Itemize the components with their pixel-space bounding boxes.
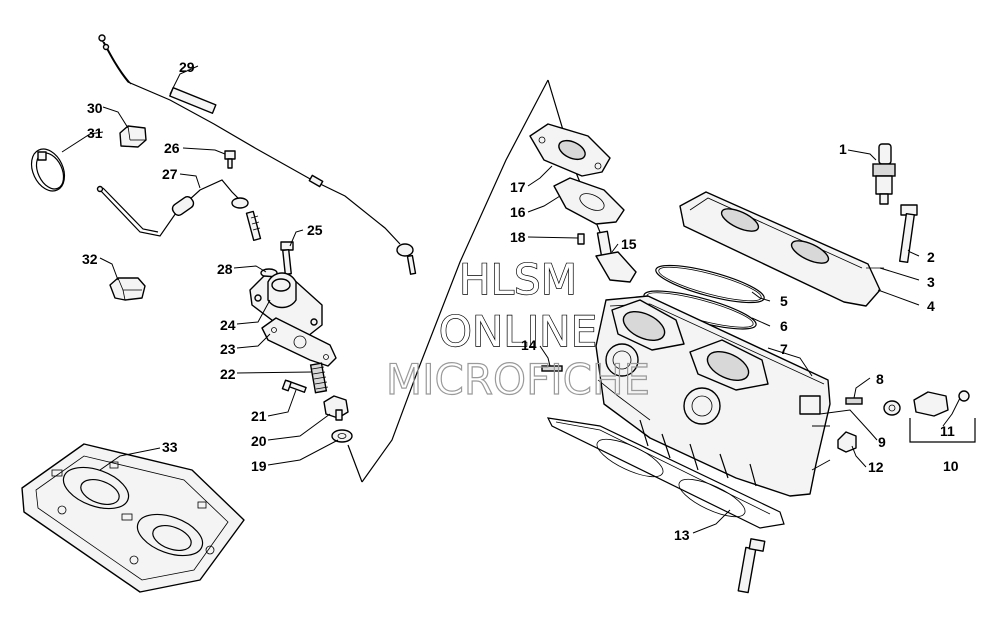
callout-2: 2	[927, 249, 935, 265]
bolt-25	[280, 241, 294, 275]
watermark-line-2: ONLINE	[439, 307, 597, 356]
callout-18: 18	[510, 229, 526, 245]
watermark-line-1: HLSM	[459, 255, 577, 304]
callout-6: 6	[780, 318, 788, 334]
callout-24: 24	[220, 317, 236, 333]
callout-9: 9	[878, 434, 886, 450]
cylinder-stud	[737, 538, 766, 594]
bolt-2	[898, 204, 918, 264]
callout-4: 4	[927, 298, 935, 314]
callout-11: 11	[940, 423, 955, 439]
callout-17: 17	[510, 179, 526, 195]
callout-5: 5	[780, 293, 788, 309]
callout-25: 25	[307, 222, 323, 238]
callout-27: 27	[162, 166, 178, 182]
clip	[109, 277, 146, 301]
bolt-26	[224, 150, 236, 169]
callout-28: 28	[217, 261, 233, 277]
callouts: 1 2 3 4 5 6 7 8 9 10 11 12 13 14 15 16 1…	[82, 59, 959, 543]
callout-12: 12	[868, 459, 884, 475]
callout-7: 7	[780, 341, 788, 357]
hose-clamp	[30, 148, 66, 192]
leader-lines	[61, 65, 961, 534]
choke-cable	[96, 179, 249, 237]
callout-22: 22	[220, 366, 236, 382]
intake-flange	[529, 123, 611, 177]
throttle-cable	[98, 34, 417, 275]
fitting-11	[913, 390, 970, 417]
cover-24	[249, 272, 323, 337]
callout-32: 32	[82, 251, 98, 267]
gasket-kit	[21, 443, 245, 593]
valve-20	[323, 395, 349, 421]
callout-31: 31	[87, 125, 103, 141]
screw-21	[281, 379, 307, 393]
cylinder-block	[595, 295, 831, 497]
flange-gasket	[553, 177, 625, 225]
callout-19: 19	[251, 458, 267, 474]
callout-13: 13	[674, 527, 690, 543]
callout-29: 29	[179, 59, 195, 75]
watermark: HLSM ONLINE MICROFICHE	[385, 254, 650, 404]
callout-33: 33	[162, 439, 178, 455]
watermark-line-3: MICROFICHE	[386, 355, 650, 404]
callout-23: 23	[220, 341, 236, 357]
set-screw	[845, 397, 863, 405]
callout-14: 14	[521, 337, 537, 353]
washer-19	[331, 429, 353, 443]
spring	[309, 362, 329, 394]
gasket-23	[261, 317, 337, 367]
spark-plug	[872, 143, 896, 205]
callout-10: 10	[943, 458, 959, 474]
callout-15: 15	[621, 236, 637, 252]
cable-adjuster	[245, 210, 278, 278]
grommet	[119, 125, 147, 148]
dowel	[577, 233, 585, 245]
reed-valve	[595, 230, 637, 283]
o-ring-5	[655, 264, 765, 304]
callout-20: 20	[251, 433, 267, 449]
callout-21: 21	[251, 408, 267, 424]
callout-8: 8	[876, 371, 884, 387]
callout-26: 26	[164, 140, 180, 156]
callout-16: 16	[510, 204, 526, 220]
base-gasket	[546, 417, 785, 529]
stud-14	[541, 365, 563, 372]
callout-30: 30	[87, 100, 103, 116]
callout-1: 1	[839, 141, 847, 157]
callout-3: 3	[927, 274, 935, 290]
cap-12	[837, 431, 857, 453]
head-cover	[679, 191, 881, 307]
nut-9	[883, 400, 901, 416]
bracket-10	[909, 418, 976, 443]
